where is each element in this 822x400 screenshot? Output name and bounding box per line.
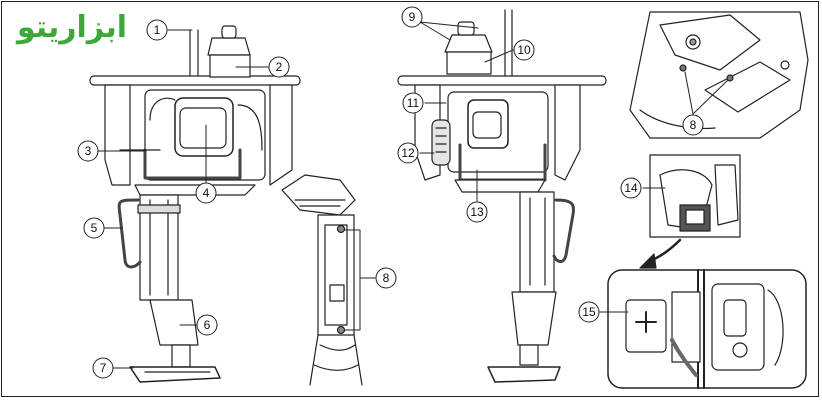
callout-2: 2 (268, 56, 290, 78)
callout-8a-label: 8 (383, 271, 390, 285)
brand-logo: ابزاریتو (16, 10, 128, 45)
callout-10-label: 10 (517, 43, 531, 57)
callout-7: 7 (92, 357, 114, 379)
top-right-detail (629, 11, 809, 139)
callout-1-label: 1 (154, 23, 161, 37)
rear-view (397, 9, 607, 383)
callout-8b-label: 8 (690, 118, 697, 132)
callout-7-label: 7 (100, 361, 107, 375)
callout-15: 15 (578, 301, 600, 323)
callout-4: 4 (195, 182, 217, 204)
callout-2-label: 2 (276, 60, 283, 74)
callout-11: 11 (402, 92, 424, 114)
callout-5: 5 (83, 217, 105, 239)
callout-9-label: 9 (409, 10, 416, 24)
top-view-detail (607, 269, 807, 389)
callouts: 1 2 3 4 5 6 7 8 8 9 10 11 12 13 14 15 (77, 6, 704, 379)
callout-1: 1 (146, 19, 168, 41)
callout-13: 13 (466, 201, 488, 223)
filter-detail (639, 154, 741, 269)
callout-12-label: 12 (401, 146, 415, 160)
callout-9: 9 (401, 6, 423, 28)
callout-14: 14 (620, 177, 642, 199)
callout-3-label: 3 (85, 144, 92, 158)
leg-detail-view (281, 174, 363, 386)
callout-14-label: 14 (624, 181, 638, 195)
callout-4-label: 4 (203, 186, 210, 200)
callout-12: 12 (397, 142, 419, 164)
callout-3: 3 (77, 140, 99, 162)
callout-6: 6 (196, 314, 218, 336)
callout-15-label: 15 (582, 305, 596, 319)
callout-11-label: 11 (407, 96, 420, 110)
callout-8-top: 8 (682, 114, 704, 136)
callout-10: 10 (513, 39, 535, 61)
front-view (89, 25, 301, 383)
callout-8-leg: 8 (375, 267, 397, 289)
callout-6-label: 6 (204, 318, 211, 332)
callout-5-label: 5 (91, 221, 98, 235)
callout-13-label: 13 (470, 205, 484, 219)
leader-lines (97, 21, 729, 369)
